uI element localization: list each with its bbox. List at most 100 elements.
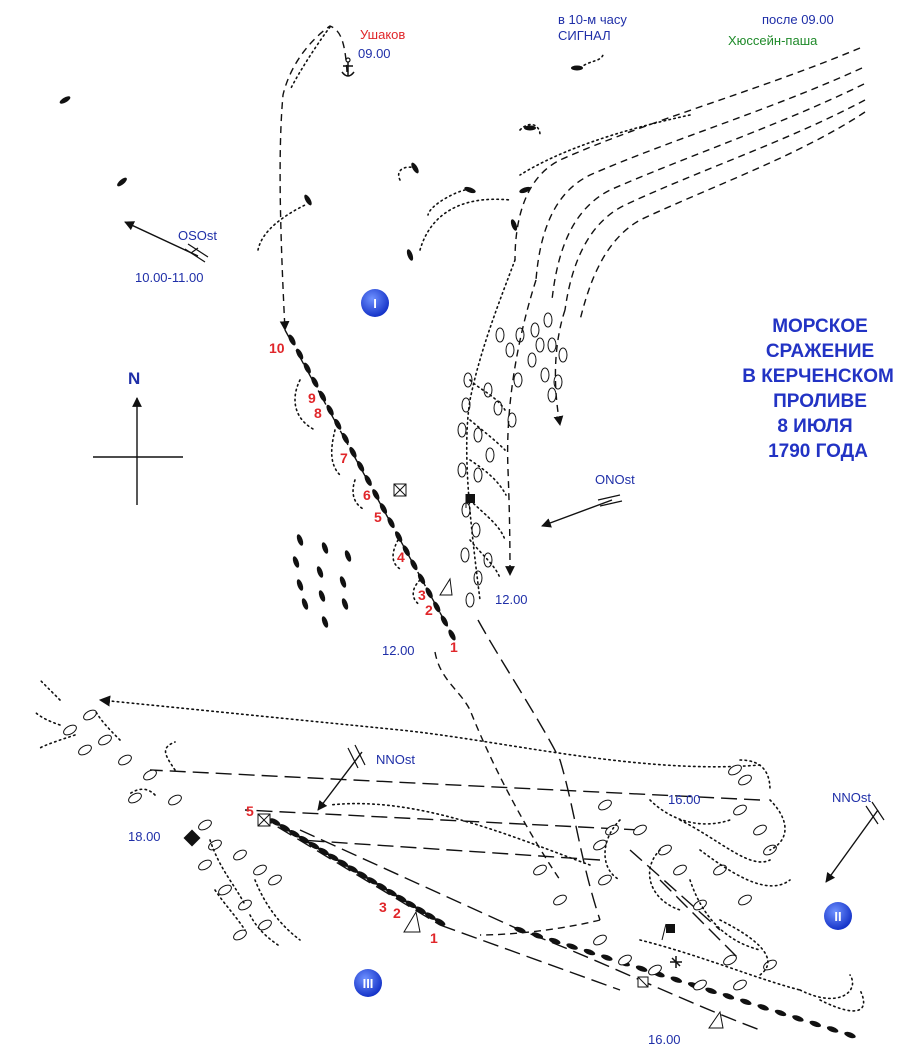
russian-ship (395, 531, 403, 543)
russian-ship (425, 587, 433, 599)
russian-ship (308, 841, 320, 850)
russian-ship (826, 1026, 839, 1033)
turkish-ship (527, 352, 537, 368)
russian-ship (318, 847, 329, 856)
wind-onost-label: ONOst (595, 472, 635, 487)
russian-ship (364, 475, 372, 486)
russian-ship (379, 503, 388, 515)
turkish-ship (618, 954, 632, 966)
russian-ship (440, 615, 449, 627)
turkish-ship (83, 709, 97, 721)
turkish-ship (483, 382, 493, 398)
turkish-ship (495, 327, 505, 343)
turkish-ship (208, 839, 222, 851)
turkish-ship (198, 859, 212, 871)
wind-arrow-onost (541, 494, 623, 528)
turkish-ship (533, 864, 547, 876)
russian-ship (298, 835, 310, 844)
turkish-ship (233, 849, 247, 861)
turkish-ship (713, 864, 727, 876)
russian-ship (722, 993, 735, 1000)
ship-num-8: 8 (314, 405, 322, 421)
turkish-ship (738, 774, 752, 786)
russian-ship (705, 987, 717, 994)
turkish-ships-phase3 (533, 764, 777, 991)
ship-num-10: 10 (269, 340, 285, 356)
turkish-line-phase1-tracks (465, 259, 566, 601)
turkish-ship (78, 744, 92, 756)
turkish-ship (633, 824, 647, 836)
ship-num-4: 4 (397, 549, 405, 565)
flag-icon (393, 483, 407, 497)
russian-ship (289, 830, 300, 838)
turkish-ship (535, 337, 545, 353)
turkish-ship (693, 979, 707, 991)
turkish-ship (457, 462, 467, 478)
turkish-ship (605, 824, 619, 836)
time-1800: 18.00 (128, 829, 161, 844)
turkish-ship (540, 367, 550, 383)
turkish-ship (728, 764, 742, 776)
turkish-ship (513, 372, 523, 388)
turkish-ship (238, 899, 252, 911)
compass-rose (93, 397, 183, 505)
russian-ship (514, 926, 526, 934)
russian-ship (311, 376, 319, 388)
vessel (296, 579, 304, 591)
russian-ship (387, 517, 395, 529)
time-1200-russian: 12.00 (382, 643, 415, 658)
scattered-vessels-top (59, 96, 541, 261)
vessel (341, 598, 349, 610)
ship-num-3: 3 (418, 587, 426, 603)
ship-num-2: 2 (425, 602, 433, 618)
russian-ship (347, 865, 359, 873)
time-1600-top: 16.00 (668, 792, 701, 807)
russian-line-phase3 (257, 814, 761, 1031)
turkish-ship (465, 592, 475, 608)
vessel (296, 534, 304, 546)
title-line-1: МОРСКОЕ (772, 316, 868, 337)
signal-line2: СИГНАЛ (558, 28, 611, 43)
turkish-flagship-flag (465, 494, 475, 508)
turkish-ship (473, 427, 483, 443)
svg-text:III: III (363, 976, 374, 991)
turkish-ship (118, 754, 132, 766)
russian-ship (376, 882, 388, 891)
title-line-5: 8 ИЮЛЯ (777, 416, 852, 437)
sail-flag-icon (439, 577, 453, 596)
russian-ship (774, 1009, 787, 1017)
turkish-ship (493, 400, 503, 416)
turkish-ship (473, 467, 483, 483)
vessel (318, 590, 326, 602)
map-title: МОРСКОЕ СРАЖЕНИЕ В КЕРЧЕНСКОМ ПРОЛИВЕ 8 … (742, 316, 894, 462)
ship-num-1: 1 (450, 639, 458, 655)
turkish-ship (598, 874, 612, 886)
wind-arrow-nnost-center (317, 744, 366, 811)
turkish-ship (128, 792, 142, 804)
wind-arrow-nnost-right (825, 801, 885, 883)
turkish-ship (530, 322, 540, 338)
title-line-6: 1790 ГОДА (768, 441, 868, 462)
turkish-fleet-approach-tracks (514, 47, 866, 321)
turkish-ship (733, 979, 747, 991)
svg-text:I: I (373, 296, 377, 311)
russian-ship (366, 877, 378, 885)
ship3-num-2: 2 (393, 905, 401, 921)
turk-time-label: после 09.00 (762, 12, 834, 27)
russian-ship (635, 965, 648, 972)
turkish-ship (143, 769, 157, 781)
russian-ship (740, 998, 752, 1006)
turkish-ship (733, 804, 747, 816)
turkish-ship (593, 934, 607, 946)
russian-ship (269, 818, 281, 826)
russian-ship (424, 912, 436, 920)
vessel (321, 542, 329, 554)
vessel (301, 598, 309, 610)
turkish-ship (505, 342, 515, 358)
time-1600-bottom: 16.00 (648, 1032, 681, 1047)
russian-ship (279, 824, 291, 832)
signal-line1: в 10-м часу (558, 12, 627, 27)
turkish-ship (198, 819, 212, 831)
dotted-tracks-right (479, 759, 865, 1012)
russian-ship (337, 859, 349, 867)
